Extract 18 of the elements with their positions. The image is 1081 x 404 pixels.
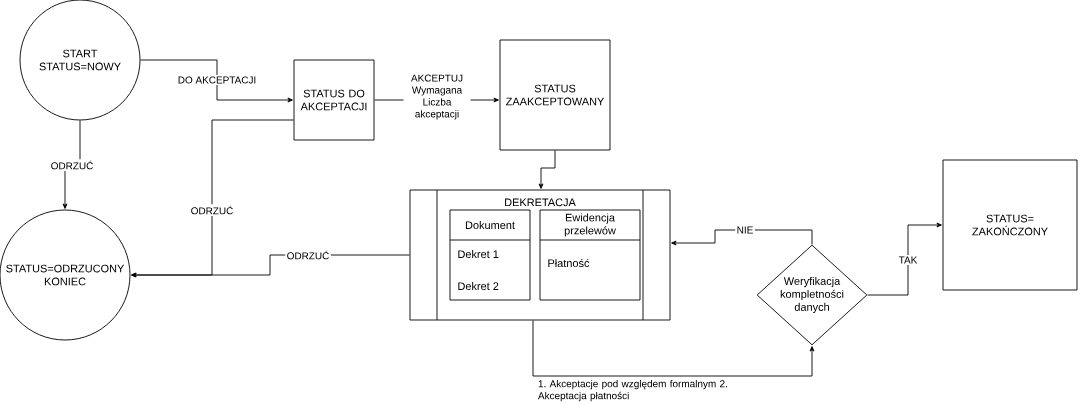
edge-label: TAK <box>897 255 919 265</box>
edge-label: 1. Akceptacje pod względem formalnym 2. Akceptacja płatności <box>536 378 730 403</box>
edge-label: ODRZUĆ <box>49 159 95 171</box>
edge-label: DO AKCEPTACJI <box>176 75 258 86</box>
edge-label: ODRZUĆ <box>285 249 331 261</box>
table-box: Ewidencja przelewów Płatność <box>539 209 641 301</box>
edge-label: NIE <box>735 225 755 235</box>
arrow <box>538 150 556 189</box>
arrow <box>867 222 942 296</box>
edge-label: AKCEPTUJ Wymagana Liczba akceptacji <box>403 73 471 121</box>
arrow <box>532 320 815 377</box>
status-box: STATUS DO AKCEPTACJI <box>293 59 375 141</box>
arrow <box>140 59 293 103</box>
table-box: Dokument Dekret 1 Dekret 2 <box>449 209 531 301</box>
status-box: STATUS ZAAKCEPTOWANY <box>499 39 611 151</box>
status-box: STATUS= ZAKOŃCZONY <box>942 159 1078 291</box>
edge-label: ODRZUĆ <box>189 204 235 216</box>
arrow <box>671 229 813 246</box>
